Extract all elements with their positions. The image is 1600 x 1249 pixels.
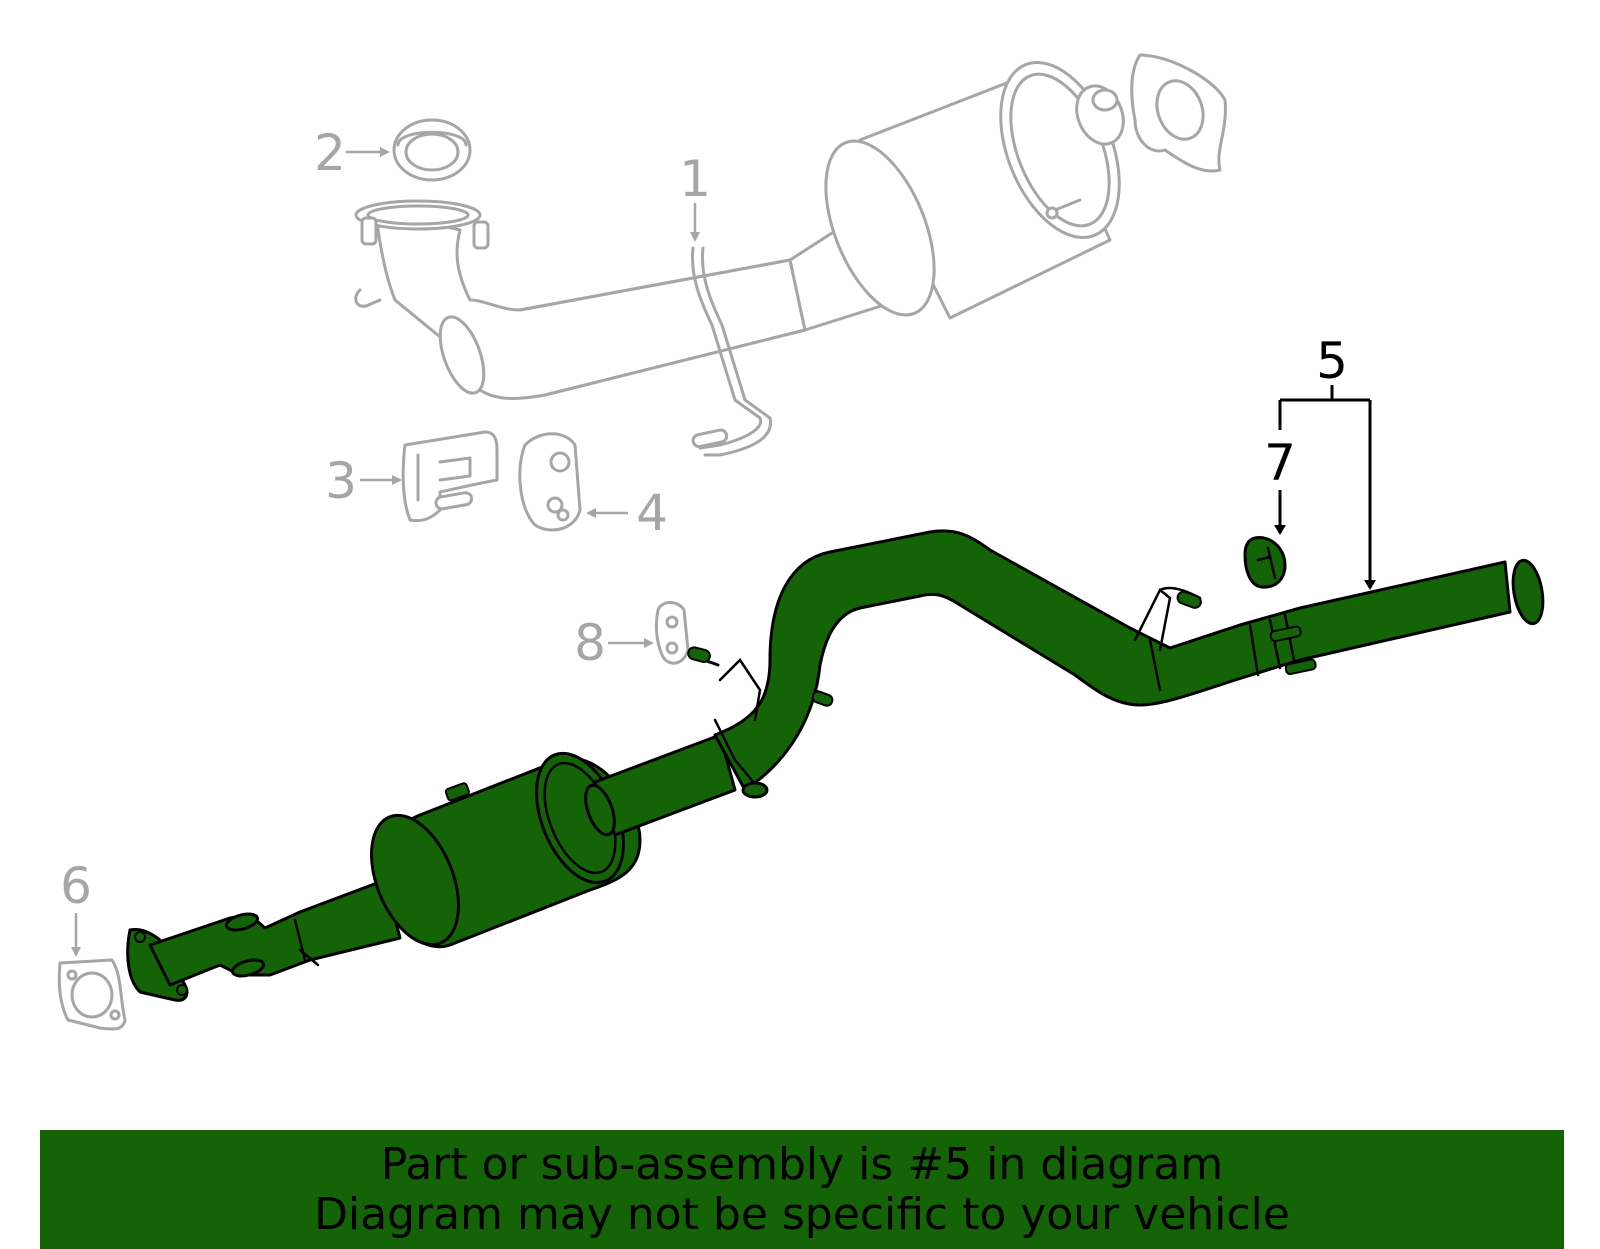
callout-2: 2 (314, 124, 346, 182)
callout-5: 5 (1316, 332, 1348, 390)
part-3-bracket (401, 430, 499, 523)
callout-1: 1 (679, 150, 711, 208)
part-8-isolator (654, 601, 690, 665)
callout-6: 6 (60, 857, 92, 915)
part-1-front-pipe-converter (354, 53, 1227, 457)
callout-8: 8 (574, 614, 606, 672)
callout-7: 7 (1264, 434, 1296, 492)
part-7-clamp[interactable] (1243, 536, 1287, 589)
leader-5-bracket (1278, 385, 1372, 580)
banner-line-part-number: Part or sub-assembly is #5 in diagram (380, 1138, 1224, 1190)
part-6-gasket (57, 958, 127, 1031)
callout-4: 4 (636, 484, 668, 542)
leader-lines (71, 147, 1376, 957)
callout-3: 3 (325, 452, 357, 510)
info-banner: Part or sub-assembly is #5 in diagram Di… (40, 1130, 1564, 1249)
part-5-rear-exhaust-assembly[interactable] (126, 529, 1548, 1002)
banner-line-disclaimer: Diagram may not be specific to your vehi… (314, 1188, 1290, 1240)
part-2-clamp (392, 118, 472, 182)
callout-labels: 1 2 3 4 5 6 7 8 (60, 124, 1348, 915)
part-4-isolator (518, 432, 582, 532)
